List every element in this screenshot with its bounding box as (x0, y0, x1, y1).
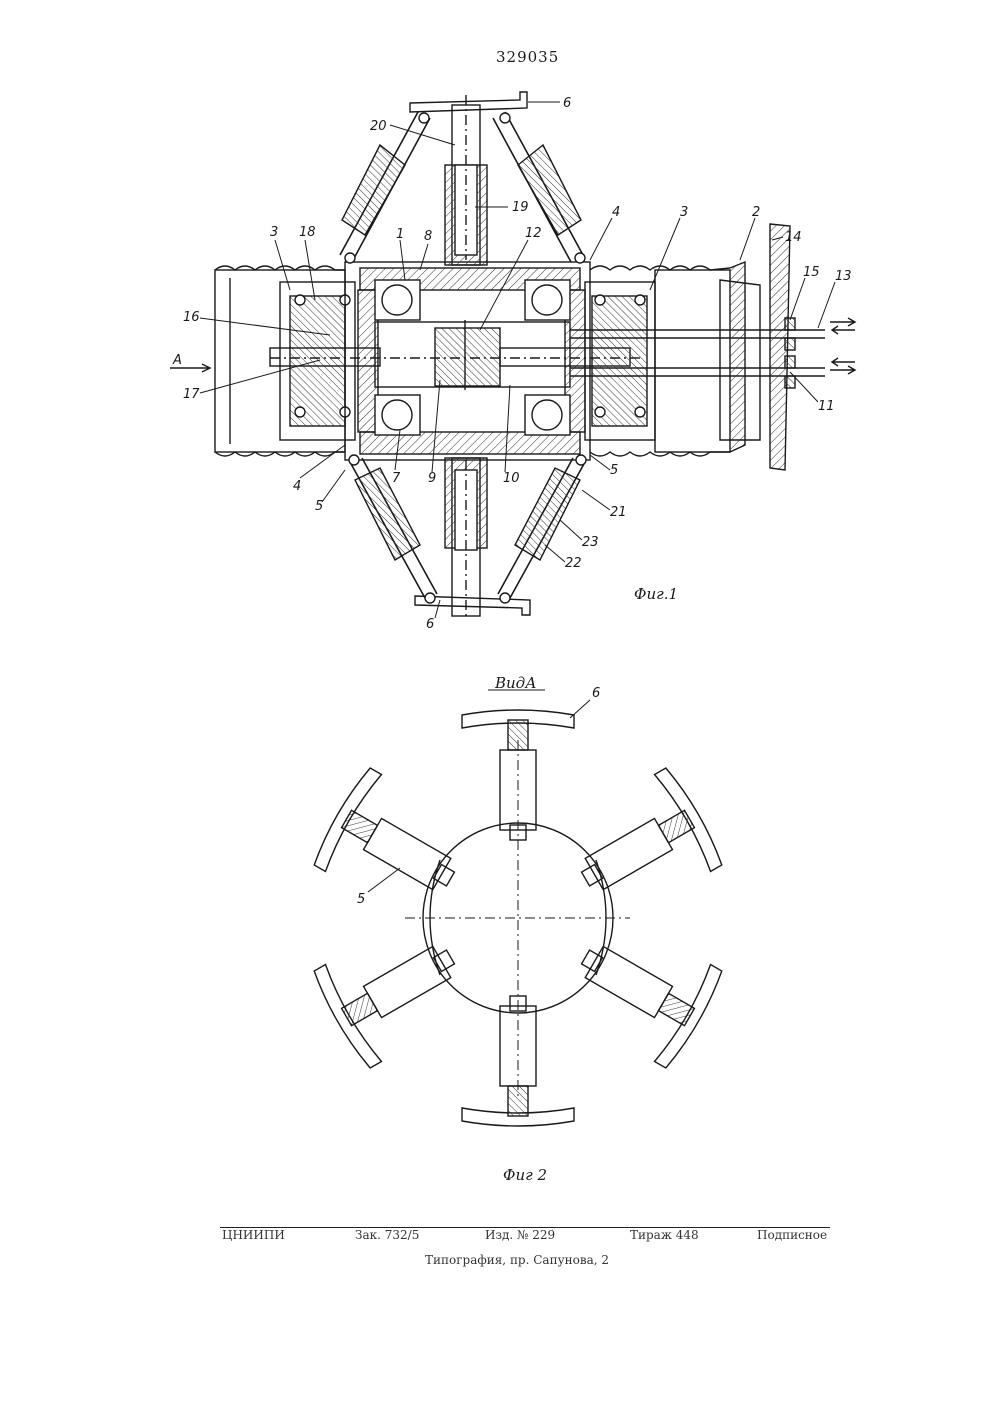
label-23: 23 (582, 535, 599, 550)
label-18: 18 (299, 225, 316, 240)
label-12: 12 (525, 226, 542, 241)
label-16: 16 (183, 310, 200, 325)
label-20: 20 (370, 119, 387, 134)
label-3-left: 3 (270, 225, 278, 240)
figure-2-caption: Фиг 2 (503, 1166, 547, 1184)
label-17: 17 (183, 387, 200, 402)
label-3-right: 3 (680, 205, 688, 220)
label-21: 21 (610, 505, 627, 520)
label-9: 9 (428, 471, 436, 486)
label-15: 15 (803, 265, 820, 280)
label-13: 13 (835, 269, 852, 284)
label-5-fig2: 5 (357, 892, 365, 907)
figure-1-labels: 6 20 19 3 18 1 8 12 4 3 2 14 15 13 16 A … (172, 96, 852, 632)
label-5-left: 5 (315, 499, 323, 514)
spoke-300 (310, 766, 479, 928)
spoke-120 (558, 909, 727, 1071)
label-1: 1 (396, 227, 404, 242)
figure-2-labels: ВидА 6 5 Фиг 2 (357, 674, 600, 1184)
label-14: 14 (785, 230, 802, 245)
imprint-org: ЦНИИПИ (222, 1228, 285, 1242)
imprint-order: Зак. 732/5 (355, 1228, 419, 1242)
label-7: 7 (392, 471, 401, 486)
label-6-bottom: 6 (426, 617, 434, 632)
label-6-fig2: 6 (592, 686, 600, 701)
figure-2-drawing (310, 690, 726, 1126)
label-6-top: 6 (563, 96, 571, 111)
label-5-right: 5 (610, 463, 618, 478)
label-4-top: 4 (612, 205, 620, 220)
figure-1-caption: Фиг.1 (634, 585, 678, 603)
imprint-printer: Типография, пр. Сапунова, 2 (425, 1253, 609, 1267)
view-a-title: ВидА (494, 674, 537, 692)
label-A: A (172, 353, 182, 368)
label-4-bottom: 4 (293, 479, 301, 494)
imprint-print-run: Тираж 448 (630, 1228, 699, 1242)
figure-1-drawing (170, 92, 855, 620)
spoke-240 (310, 909, 479, 1071)
label-8: 8 (424, 229, 432, 244)
spoke-60 (558, 766, 727, 928)
label-22: 22 (565, 556, 582, 571)
label-2: 2 (752, 205, 760, 220)
label-19: 19 (512, 200, 529, 215)
label-10: 10 (503, 471, 520, 486)
imprint-status: Подписное (757, 1228, 827, 1242)
imprint-edition: Изд. № 229 (485, 1228, 555, 1242)
label-11: 11 (818, 399, 835, 414)
